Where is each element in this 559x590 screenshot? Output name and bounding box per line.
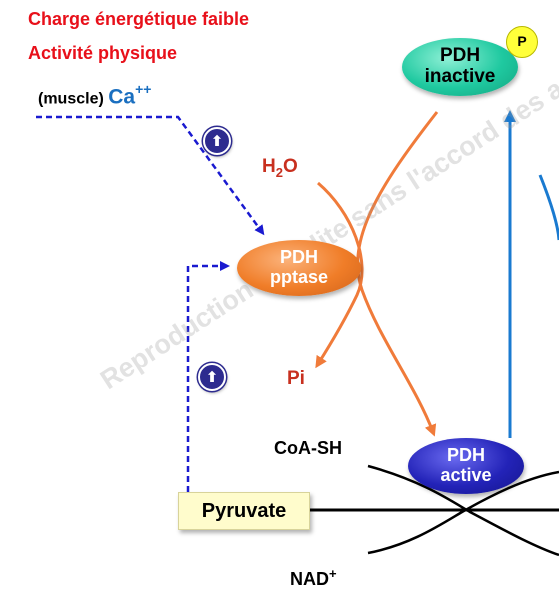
- pdh-active-line1: PDH: [446, 445, 485, 466]
- water-h: H: [262, 156, 276, 177]
- calcium-charge: ++: [135, 81, 152, 97]
- calcium-label: (muscle) Ca++: [38, 81, 152, 109]
- pdh-inactive-line1: PDH: [439, 45, 481, 67]
- pdh-active-line2: active: [440, 465, 492, 485]
- pdh-pptase-line2: pptase: [269, 267, 329, 287]
- water-o: O: [282, 156, 298, 177]
- nad-charge: +: [329, 566, 337, 581]
- reaction-curve-nad: [367, 470, 559, 555]
- title-line-2: Activité physique: [28, 43, 178, 63]
- pdh-pptase-line1: PDH: [279, 247, 318, 268]
- pdh-pptase-node: PDH pptase: [237, 240, 361, 296]
- title-line-1: Charge énergétique faible: [28, 9, 250, 29]
- calcium-ion: Ca: [108, 85, 136, 109]
- reaction-curve-coa: [367, 464, 559, 557]
- muscle-context-label: (muscle): [38, 90, 104, 108]
- coa-label: CoA-SH: [274, 438, 342, 458]
- phosphate-label: Pi: [287, 368, 305, 389]
- inactive-to-active-arrow: [356, 111, 439, 437]
- increase-icon: ⬆: [203, 127, 231, 155]
- pyruvate-activation-arrow: [186, 261, 230, 492]
- water-label: H2O: [262, 156, 298, 180]
- h2o-to-pi-arrow: [315, 181, 364, 369]
- increase-icon: ⬆: [198, 363, 226, 391]
- calcium-activation-arrow: [36, 115, 265, 236]
- pyruvate-box: Pyruvate: [178, 492, 310, 530]
- pdh-active-node: PDH active: [408, 438, 524, 494]
- blue-return-curve: [538, 174, 559, 241]
- pdh-inactive-line2: inactive: [424, 66, 496, 87]
- nad-base: NAD: [290, 569, 329, 589]
- pdh-inactive-node: PDH inactive: [402, 38, 518, 96]
- nad-label: NAD+: [290, 566, 337, 590]
- phospho-badge: P: [506, 26, 538, 58]
- water-subscript: 2: [275, 164, 283, 180]
